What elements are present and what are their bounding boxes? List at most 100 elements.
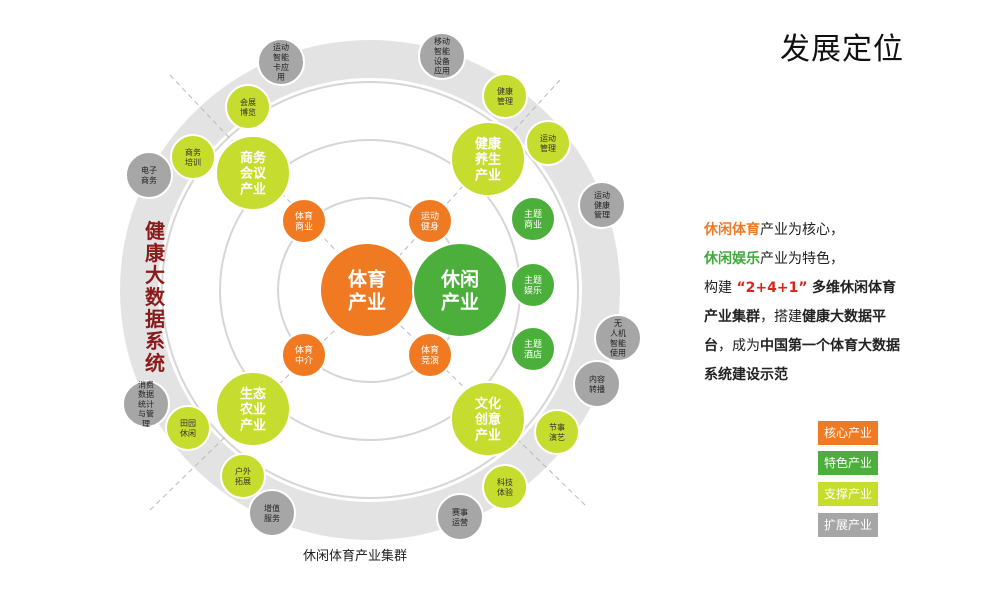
desc-prefix: 构建 (704, 280, 732, 296)
inner-node-2: 体育中介 (281, 332, 327, 378)
expand-node-3-label: 运动健康管理 (594, 190, 610, 220)
inner-node-2-circle (281, 332, 327, 378)
support-node-3-label: 文化创意产业 (474, 396, 501, 444)
side-label: 健康大数据系统 (145, 219, 166, 375)
inner-node-4-circle (510, 196, 556, 242)
support-small-node-1-label: 商务培训 (185, 147, 201, 167)
core-node-leisure: 休闲产业 (412, 242, 508, 338)
nodes-layer: 体育产业休闲产业体育商业运动健身体育中介体育竞演主题商业主题娱乐主题酒店商务会议… (122, 32, 642, 541)
support-small-node-6-label: 节事演艺 (549, 422, 565, 442)
support-node-2-circle (215, 371, 291, 447)
inner-node-1: 运动健身 (407, 198, 453, 244)
support-small-node-2-circle (482, 73, 528, 119)
desc-text-2: 产业为特色， (760, 251, 844, 267)
inner-node-5-circle (510, 262, 556, 308)
expand-node-2-circle (125, 151, 173, 199)
support-small-node-7-label: 科技体验 (497, 477, 513, 497)
expand-node-5-label: 内容转播 (589, 374, 605, 394)
expand-node-3: 运动健康管理 (578, 181, 626, 229)
legend-core: 核心产业 (818, 421, 878, 445)
support-small-node-4-circle (165, 405, 211, 451)
expand-node-7-label: 增值服务 (264, 503, 280, 523)
support-small-node-1: 商务培训 (170, 134, 216, 180)
support-small-node-1-circle (170, 134, 216, 180)
inner-node-0-label: 体育商业 (295, 210, 313, 233)
expand-node-1-label: 移动智能设备应用 (434, 36, 450, 75)
support-node-0-circle (215, 135, 291, 211)
support-small-node-6-circle (534, 409, 580, 455)
expand-node-1: 移动智能设备应用 (418, 32, 466, 80)
core-node-sports-label: 体育产业 (348, 267, 386, 313)
inner-node-1-circle (407, 198, 453, 244)
support-node-3: 文化创意产业 (450, 381, 526, 457)
support-small-node-0-circle (225, 84, 271, 130)
expand-node-6: 消费数据统计与管理 (122, 379, 170, 428)
inner-node-5: 主题娱乐 (510, 262, 556, 308)
desc-quote: “2+4+1” (736, 280, 808, 296)
desc-bold-2: 健康大数据平台 (704, 309, 886, 354)
cluster-label: 休闲体育产业集群 (303, 548, 407, 564)
support-node-1: 健康养生产业 (450, 121, 526, 197)
page-title: 发展定位 (780, 32, 904, 67)
inner-node-2-label: 体育中介 (295, 344, 313, 367)
expand-node-7-circle (248, 489, 296, 537)
inner-node-4-label: 主题商业 (524, 208, 542, 231)
inner-node-5-label: 主题娱乐 (524, 274, 542, 297)
expand-node-4: 无人机智能使用 (594, 314, 642, 362)
support-small-node-3: 运动管理 (525, 120, 571, 166)
support-small-node-7-circle (482, 464, 528, 510)
expand-node-6-circle (122, 380, 170, 428)
expand-node-3-circle (578, 181, 626, 229)
description: 休闲体育产业为核心， 休闲娱乐产业为特色， 构建 “2+4+1” 多维休闲体育产… (704, 216, 904, 390)
support-small-node-6: 节事演艺 (534, 409, 580, 455)
legend-feature: 特色产业 (818, 451, 878, 475)
support-node-2: 生态农业产业 (215, 371, 291, 447)
support-ring (161, 81, 579, 499)
desc-text-1: 产业为核心， (760, 222, 844, 238)
support-small-node-7: 科技体验 (482, 464, 528, 510)
support-small-node-0: 会展博览 (225, 84, 271, 130)
inner-node-6-label: 主题酒店 (524, 338, 542, 361)
expand-node-8-circle (436, 493, 484, 541)
expand-node-2: 电子商务 (125, 151, 173, 199)
support-node-3-circle (450, 381, 526, 457)
support-small-node-4-label: 田园休闲 (180, 419, 196, 438)
support-small-node-5-label: 户外拓展 (235, 466, 251, 486)
support-node-2-label: 生态农业产业 (239, 386, 266, 434)
support-node-1-label: 健康养生产业 (474, 136, 502, 184)
core-node-leisure-circle (412, 242, 508, 338)
inner-node-1-label: 运动健身 (421, 211, 439, 233)
expand-node-4-label: 无人机智能使用 (610, 319, 626, 357)
expand-node-1-circle (418, 32, 466, 80)
desc-highlight-1: 休闲体育 (704, 222, 760, 238)
desc-mid-2: ，成为 (718, 338, 760, 354)
expand-node-6-label: 消费数据统计与管理 (138, 379, 154, 428)
expand-node-8: 赛事运营 (436, 493, 484, 541)
inner-node-6: 主题酒店 (510, 326, 556, 372)
support-small-node-0-label: 会展博览 (240, 97, 256, 117)
expand-node-7: 增值服务 (248, 489, 296, 537)
expand-node-0-label: 运动智能卡应用 (273, 42, 289, 81)
support-small-node-2: 健康管理 (482, 73, 528, 119)
support-node-0-label: 商务会议产业 (240, 150, 267, 198)
support-small-node-4: 田园休闲 (165, 405, 211, 451)
support-small-node-2-label: 健康管理 (497, 86, 513, 106)
legend-support: 支撑产业 (818, 482, 878, 506)
desc-bold-3: 中国第一个体育大数据系统建设示范 (704, 338, 900, 383)
core-node-leisure-label: 休闲产业 (440, 267, 479, 313)
expand-node-4-circle (594, 314, 642, 362)
inner-node-0: 体育商业 (281, 198, 327, 244)
core-node-sports: 体育产业 (319, 242, 415, 338)
industry-cluster-diagram: 体育产业休闲产业体育商业运动健身体育中介体育竞演主题商业主题娱乐主题酒店商务会议… (120, 32, 642, 564)
legend-expand: 扩展产业 (818, 513, 878, 537)
expand-node-2-label: 电子商务 (141, 165, 157, 185)
desc-bold-1: 多维休闲体育产业集群 (704, 280, 896, 325)
inner-node-3-circle (407, 332, 453, 378)
expand-node-0-circle (257, 38, 305, 86)
support-small-node-3-circle (525, 120, 571, 166)
inner-node-6-circle (510, 326, 556, 372)
support-small-node-3-label: 运动管理 (540, 133, 556, 153)
inner-node-0-circle (281, 198, 327, 244)
support-small-node-5-circle (220, 453, 266, 499)
desc-mid-1: ，搭建 (760, 309, 802, 325)
